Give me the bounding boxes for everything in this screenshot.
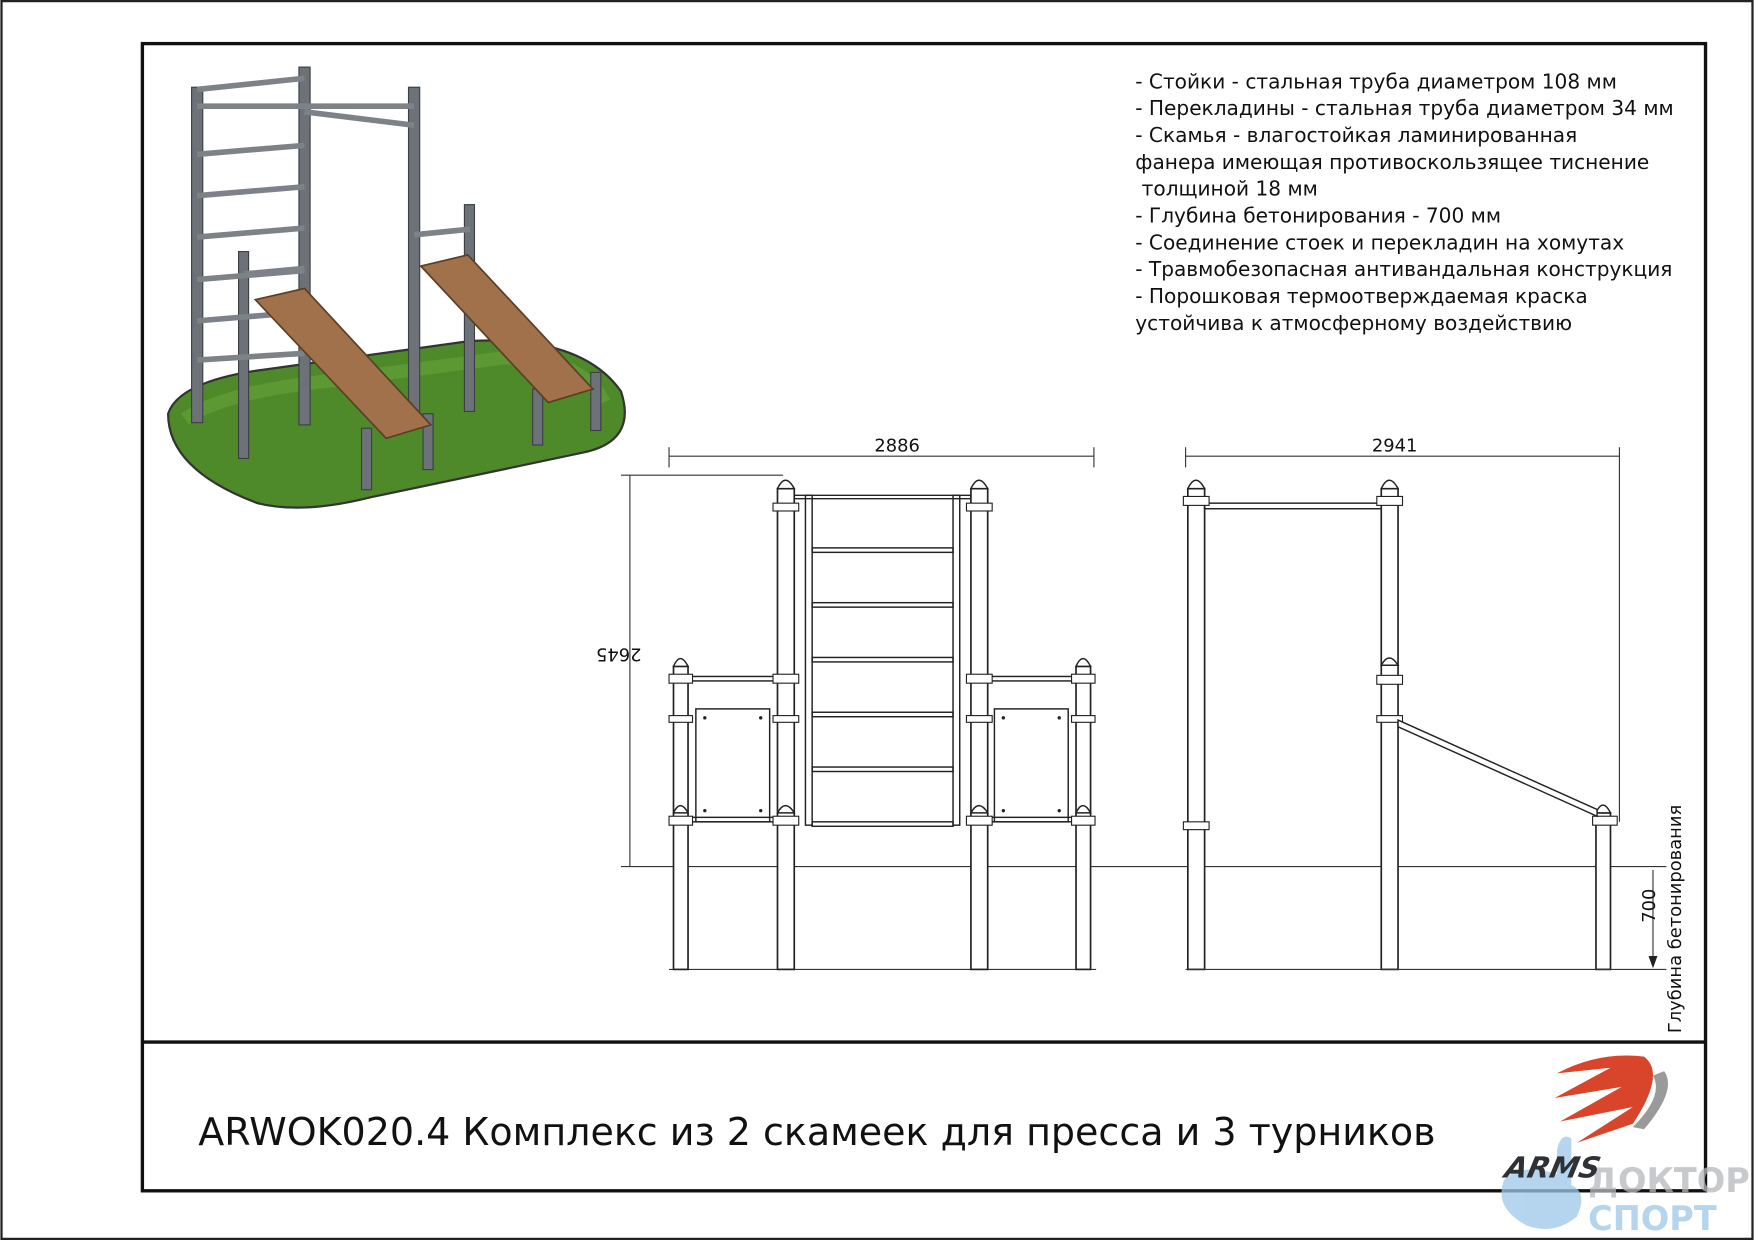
depth-dimension: 700 <box>1639 889 1660 923</box>
front-elevation: 2886 2645 <box>596 436 1667 971</box>
arms-logo: ДОКТОР СПОРТ ARMS <box>1500 1055 1750 1238</box>
product-render <box>166 66 626 509</box>
watermark: ДОКТОР СПОРТ <box>1501 1136 1750 1238</box>
watermark-line2: СПОРТ <box>1588 1199 1717 1238</box>
spec-line: - Травмобезопасная антивандальная констр… <box>1135 257 1672 281</box>
side-elevation: 2941 700 Глубина бетонирования <box>1182 436 1686 1033</box>
side-width-dimension: 2941 <box>1372 436 1418 457</box>
spec-line: - Скамья - влагостойкая ламинированная <box>1135 123 1577 147</box>
logo-brand: ARMS <box>1500 1151 1604 1185</box>
spec-line: толщиной 18 мм <box>1135 177 1318 201</box>
spec-line: - Соединение стоек и перекладин на хомут… <box>1135 230 1624 254</box>
front-width-dimension: 2886 <box>874 436 919 457</box>
specifications-list: - Стойки - стальная труба диаметром 108 … <box>1135 69 1673 335</box>
spec-line: - Порошковая термоотверждаемая краска <box>1135 284 1587 308</box>
height-dimension: 2645 <box>596 644 642 665</box>
drawing-frame <box>140 41 1708 1193</box>
product-title: ARWOK020.4 Комплекс из 2 скамеек для пре… <box>198 1110 1435 1154</box>
watermark-line1: ДОКТОР <box>1588 1161 1750 1200</box>
spec-line: - Глубина бетонирования - 700 мм <box>1135 204 1501 228</box>
spec-line: - Стойки - стальная труба диаметром 108 … <box>1135 69 1617 93</box>
depth-label: Глубина бетонирования <box>1665 805 1686 1033</box>
spec-line: устойчива к атмосферному воздействию <box>1135 311 1572 335</box>
spec-line: - Перекладины - стальная труба диаметром… <box>1135 96 1673 120</box>
spec-line: фанера имеющая противоскользящее тиснени… <box>1135 150 1649 174</box>
